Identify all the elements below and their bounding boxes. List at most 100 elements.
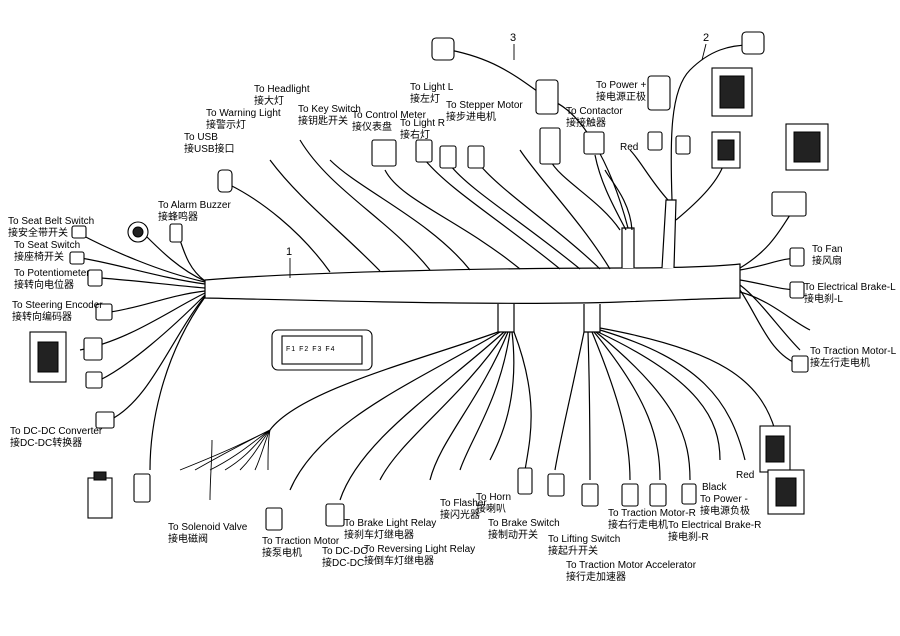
wire-alarm xyxy=(144,234,206,282)
wire-control-meter xyxy=(384,169,521,270)
contactor-part xyxy=(583,131,605,155)
connector-traction-r-2 xyxy=(649,483,667,507)
connector-power-plus-2 xyxy=(675,135,691,155)
wire-light-r xyxy=(449,164,581,270)
wire-solenoid-left xyxy=(149,296,206,471)
callout-2-line xyxy=(701,43,707,61)
wire-brake-relay xyxy=(379,331,507,481)
wire-ctrl xyxy=(549,159,621,231)
wire-red-top xyxy=(604,169,633,231)
wire-brake-r xyxy=(595,331,691,481)
wire-traction-motor xyxy=(289,331,501,491)
callout-2: 2 xyxy=(703,32,710,44)
label-power-plus: To Power +接电源正极 xyxy=(596,80,647,103)
wire-horn xyxy=(489,331,515,461)
controller-bottom-right xyxy=(767,469,805,515)
wire-dcdc xyxy=(109,295,206,421)
connector-right-top xyxy=(771,191,807,217)
wire-key-switch xyxy=(329,159,471,271)
connector-ctrl-main xyxy=(539,127,561,165)
wire-light-l xyxy=(424,159,561,270)
wire-seat-belt xyxy=(79,233,206,283)
wire-brake-switch xyxy=(513,331,532,471)
wire-buzzer xyxy=(179,239,206,282)
lower-branch-left xyxy=(497,304,515,333)
fuse-box-cells: F1 F2 F3 F4 xyxy=(286,346,336,353)
connector-lifting xyxy=(547,473,565,497)
connector-left-bottom xyxy=(133,473,151,503)
wire-connector-2 xyxy=(670,44,751,201)
wire-stepper-2 xyxy=(519,149,611,270)
connector-2-mid xyxy=(647,75,671,111)
connector-seat-switch xyxy=(69,251,85,265)
connector-potentiometer xyxy=(87,269,103,287)
wire-headlight xyxy=(299,139,431,271)
wire-warning-light xyxy=(269,159,381,272)
contactor-left xyxy=(87,471,113,519)
relay-left-1 xyxy=(83,337,103,361)
relay-left-2 xyxy=(85,371,103,389)
wire-power-plus xyxy=(629,149,669,201)
controller-top-right xyxy=(711,67,753,117)
ecu-top xyxy=(711,131,741,169)
wire-usb xyxy=(229,184,331,273)
connector-dcdc xyxy=(95,411,115,429)
connector-stepper xyxy=(467,145,485,169)
connector-dcdc-2 xyxy=(325,503,345,527)
main-harness-trunk xyxy=(204,263,741,304)
controller-right xyxy=(785,123,829,171)
connector-steering-encoder xyxy=(95,303,113,321)
wire-traction-r-2 xyxy=(593,331,661,481)
callout-3: 3 xyxy=(510,32,517,44)
callout-1: 1 xyxy=(286,246,293,258)
upper-branch-2 xyxy=(661,199,677,269)
connector-light-r xyxy=(439,145,457,169)
wire-ecu-right-2 xyxy=(739,291,811,331)
connector-brake-l xyxy=(789,281,805,299)
label-power-minus: To Power -接电源负极 xyxy=(700,494,750,517)
connector-usb xyxy=(217,169,233,193)
connector-light-l xyxy=(415,139,433,163)
wire-ecu-bottom-right xyxy=(599,327,776,431)
wire-potentiometer xyxy=(99,277,206,289)
connector-power-plus xyxy=(647,131,663,151)
wire-dcdc-2 xyxy=(339,331,505,501)
wire-lifting xyxy=(554,331,585,471)
wire-relay-left xyxy=(99,294,206,381)
wire-accelerator xyxy=(587,331,591,481)
ecu-left xyxy=(29,331,67,383)
wire-traction-l xyxy=(739,284,801,351)
connector-fan xyxy=(789,247,805,267)
connector-traction-r xyxy=(621,483,639,507)
connector-2-plug xyxy=(741,31,765,55)
connector-brake-switch xyxy=(517,467,533,495)
connector-traction-motor xyxy=(265,507,283,531)
lower-branch-right xyxy=(583,304,601,333)
connector-accelerator xyxy=(581,483,599,507)
alarm-buzzer xyxy=(127,221,149,243)
